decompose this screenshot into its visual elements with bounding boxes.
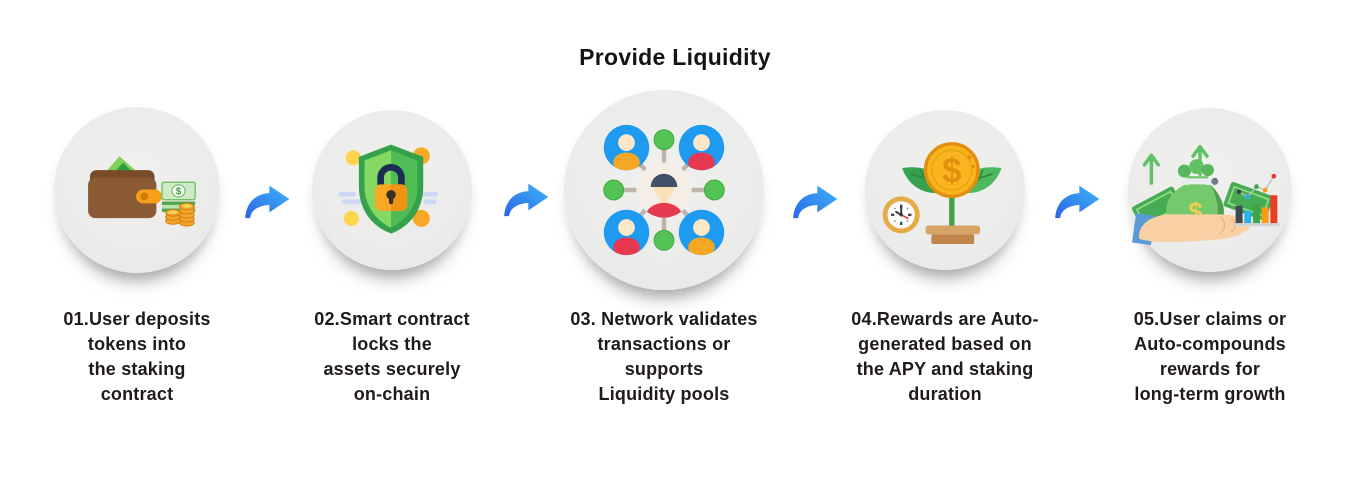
step-1-circle: $ (54, 107, 220, 273)
caption-line: Auto-compounds (1134, 334, 1286, 354)
shield-lock-icon (338, 144, 439, 234)
step-3-circle (564, 90, 764, 290)
caption-line: contract (100, 384, 174, 404)
step-4-caption: 04.Rewards are Auto- generated based on … (820, 307, 1070, 407)
validator-network-icon (603, 124, 725, 256)
caption-line: 05.User claims or (1133, 309, 1287, 329)
caption-line: 04.Rewards are Auto- (851, 309, 1039, 329)
caption-line: supports (624, 359, 704, 379)
step-1: $ 01.User deposits tokens into the staki… (54, 107, 220, 404)
step-4: $ (851, 110, 1039, 404)
step-4-circle: $ (865, 110, 1025, 270)
step-2-circle (312, 110, 472, 270)
caption-line: transactions or (597, 334, 731, 354)
curved-forward-arrow-icon (241, 181, 291, 222)
step-3: 03. Network validates transactions or su… (564, 90, 764, 404)
step-5-caption: 05.User claims or Auto-compounds rewards… (1080, 307, 1340, 407)
page-title: Provide Liquidity (579, 44, 771, 70)
curved-forward-arrow-icon (789, 181, 839, 222)
step-2: 02.Smart contract locks the assets secur… (312, 110, 472, 404)
caption-line: generated based on (858, 334, 1032, 354)
caption-line: on-chain (353, 384, 431, 404)
curved-forward-arrow-icon (500, 179, 550, 220)
caption-line: locks the (352, 334, 432, 354)
money-plant-clock-icon: $ (882, 141, 1002, 244)
caption-line: the APY and staking (856, 359, 1034, 379)
curved-forward-arrow-icon (1051, 181, 1101, 222)
step-2-caption: 02.Smart contract locks the assets secur… (267, 307, 517, 407)
step-1-caption: 01.User deposits tokens into the staking… (7, 307, 267, 407)
caption-line: 01.User deposits (63, 309, 211, 329)
caption-line: 03. Network validates (570, 309, 758, 329)
caption-line: tokens into (87, 334, 187, 354)
wallet-cash-icon: $ (88, 156, 196, 227)
svg-text:$: $ (176, 187, 182, 198)
caption-line: rewards for (1159, 359, 1261, 379)
step-5: $ 05.User claims or (1128, 108, 1292, 404)
step-3-caption: 03. Network validates transactions or su… (539, 307, 789, 407)
svg-text:$: $ (942, 151, 961, 190)
step-5-circle: $ (1128, 108, 1292, 272)
caption-line: the staking (88, 359, 186, 379)
hand-rewards-growth-icon: $ (1131, 144, 1280, 245)
caption-line: 02.Smart contract (314, 309, 470, 329)
caption-line: Liquidity pools (598, 384, 730, 404)
caption-line: duration (908, 384, 982, 404)
caption-line: long-term growth (1134, 384, 1286, 404)
caption-line: assets securely (323, 359, 461, 379)
